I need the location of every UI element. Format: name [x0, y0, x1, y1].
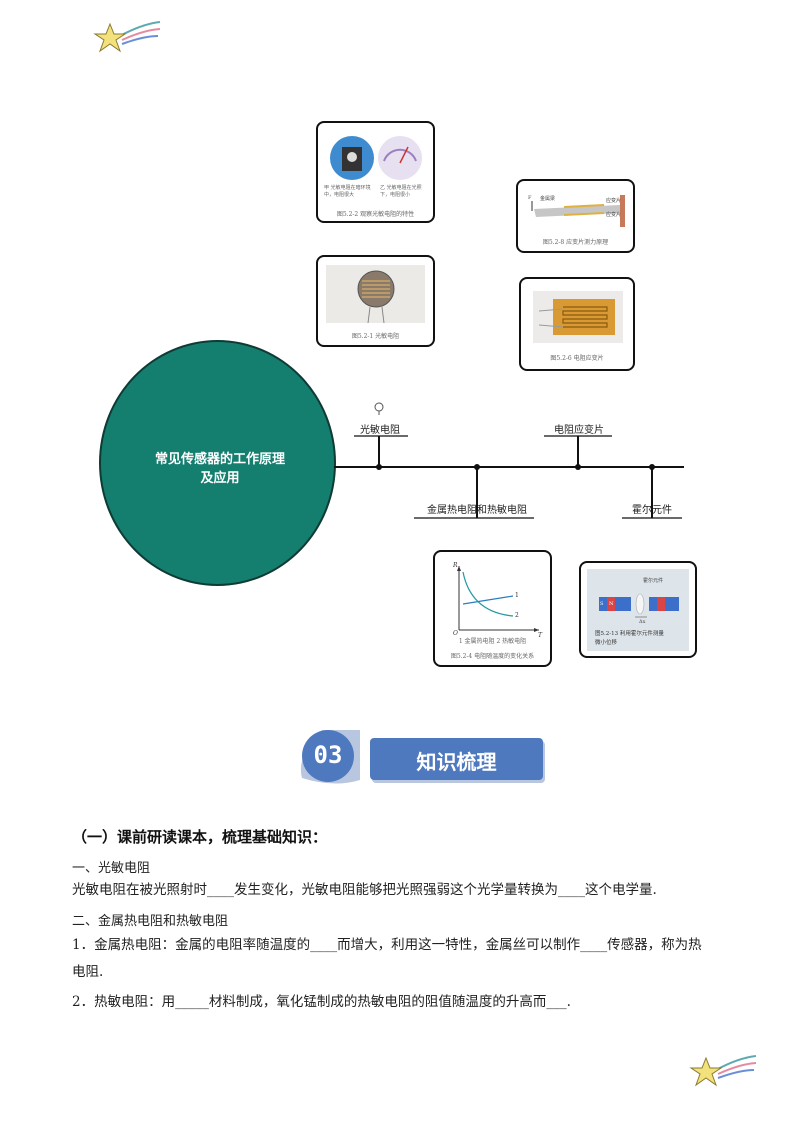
figure-card-photoresistor: 图5.2-1 光敏电阻 — [316, 255, 435, 347]
branch-metal-thermistor: 金属热电阻和热敏电阻 — [427, 505, 527, 516]
rt-graph — [457, 566, 539, 632]
figure-card-rt-graph: R T O 1 2 1 金属热电阻 2 热敏电阻 图5.2-4 电阻随温度的变化… — [433, 550, 552, 667]
mindmap-center-circle — [99, 340, 336, 586]
mindmap-title-line2: 及应用 — [200, 471, 240, 486]
mindmap-branches — [334, 402, 684, 519]
section-2-item-2: 2．热敏电阻：用_____材料制成，氧化锰制成的热敏电阻的阻值随温度的升高而__… — [72, 994, 571, 1010]
label-metal-beam: 金属梁 — [540, 196, 556, 202]
figure-caption-line2: 图5.2-4 电阻随温度的变化关系 — [450, 653, 535, 660]
strain-beam-icon — [531, 195, 625, 227]
figure-card-strain-principle: F 金属梁 应变片 应变片 图5.2-8 应变片测力原理 — [516, 179, 635, 253]
label-f: F — [528, 195, 532, 201]
hall-magnets-icon — [599, 593, 679, 618]
figure-card-photo-experiment: 甲 光敏电阻在暗环境中，电阻很大 乙 光敏电阻在光照下，电阻很小 图5.2-2 … — [316, 121, 435, 223]
figure-caption: 图5.2-8 应变片测力原理 — [542, 239, 609, 246]
figure-card-hall: S N 霍尔元件 Δx 图5.2-13 利用霍尔元件测量 微小位移 — [579, 561, 697, 658]
figure-caption-line1: 图5.2-13 利用霍尔元件测量 — [595, 631, 664, 637]
branch-photoresistor: 光敏电阻 — [360, 425, 400, 436]
right-note: 乙 光敏电阻在光照下，电阻很小 — [380, 185, 422, 198]
left-note: 甲 光敏电阻在暗环境中，电阻很大 — [324, 185, 371, 198]
figure-caption-line2: 微小位移 — [595, 640, 618, 646]
mindmap-center-title: 常见传感器的工作原理 及应用 — [130, 450, 310, 488]
magnet-s-label: S — [600, 601, 604, 607]
curve2-label: 2 — [515, 612, 519, 619]
hall-element-label: 霍尔元件 — [643, 578, 664, 584]
curve1-label: 1 — [515, 592, 519, 599]
origin-label: O — [453, 630, 458, 637]
figure-caption: 图5.2-6 电阻应变片 — [550, 355, 604, 362]
label-gauge-top: 应变片 — [606, 198, 622, 204]
figure-caption: 图5.2-2 观察光敏电阻的特性 — [336, 211, 415, 218]
section-number-badge — [300, 730, 360, 784]
mindmap-title-line1: 常见传感器的工作原理 — [154, 452, 285, 467]
figure-card-strain-gauge: 图5.2-6 电阻应变片 — [519, 277, 635, 371]
branch-hall-element: 霍尔元件 — [632, 505, 672, 516]
star-icon — [93, 21, 161, 53]
section-2-title: 二、金属热电阻和热敏电阻 — [72, 914, 229, 929]
section-2-item-1-line-2: 电阻. — [72, 964, 104, 980]
magnet-n-label: N — [609, 601, 614, 607]
figure-caption-line1: 1 金属热电阻 2 热敏电阻 — [458, 638, 527, 645]
axis-y-label: R — [453, 562, 458, 569]
photoresistor-icon — [357, 270, 395, 323]
branch-strain-gauge: 电阻应变片 — [554, 425, 604, 436]
strain-gauge-icon — [539, 299, 615, 335]
section-title: 知识梳理 — [416, 750, 497, 774]
figure-caption: 图5.2-1 光敏电阻 — [351, 333, 400, 340]
section-number: 03 — [313, 741, 343, 769]
experiment-photo-icon — [330, 136, 422, 180]
section-1-title: 一、光敏电阻 — [72, 861, 151, 876]
dx-label: Δx — [639, 619, 646, 625]
section-1-text: 光敏电阻在被光照射时____发生变化，光敏电阻能够把光照强弱这个光学量转换为__… — [72, 882, 657, 898]
section-title-bar — [370, 738, 543, 780]
axis-x-label: T — [538, 632, 543, 639]
label-gauge-bottom: 应变片 — [606, 212, 622, 218]
section-2-item-1-line-1: 1．金属热电阻：金属的电阻率随温度的____而增大，利用这一特性，金属丝可以制作… — [72, 937, 702, 953]
star-icon — [689, 1055, 757, 1087]
content-heading: （一）课前研读课本，梳理基础知识： — [72, 828, 328, 846]
